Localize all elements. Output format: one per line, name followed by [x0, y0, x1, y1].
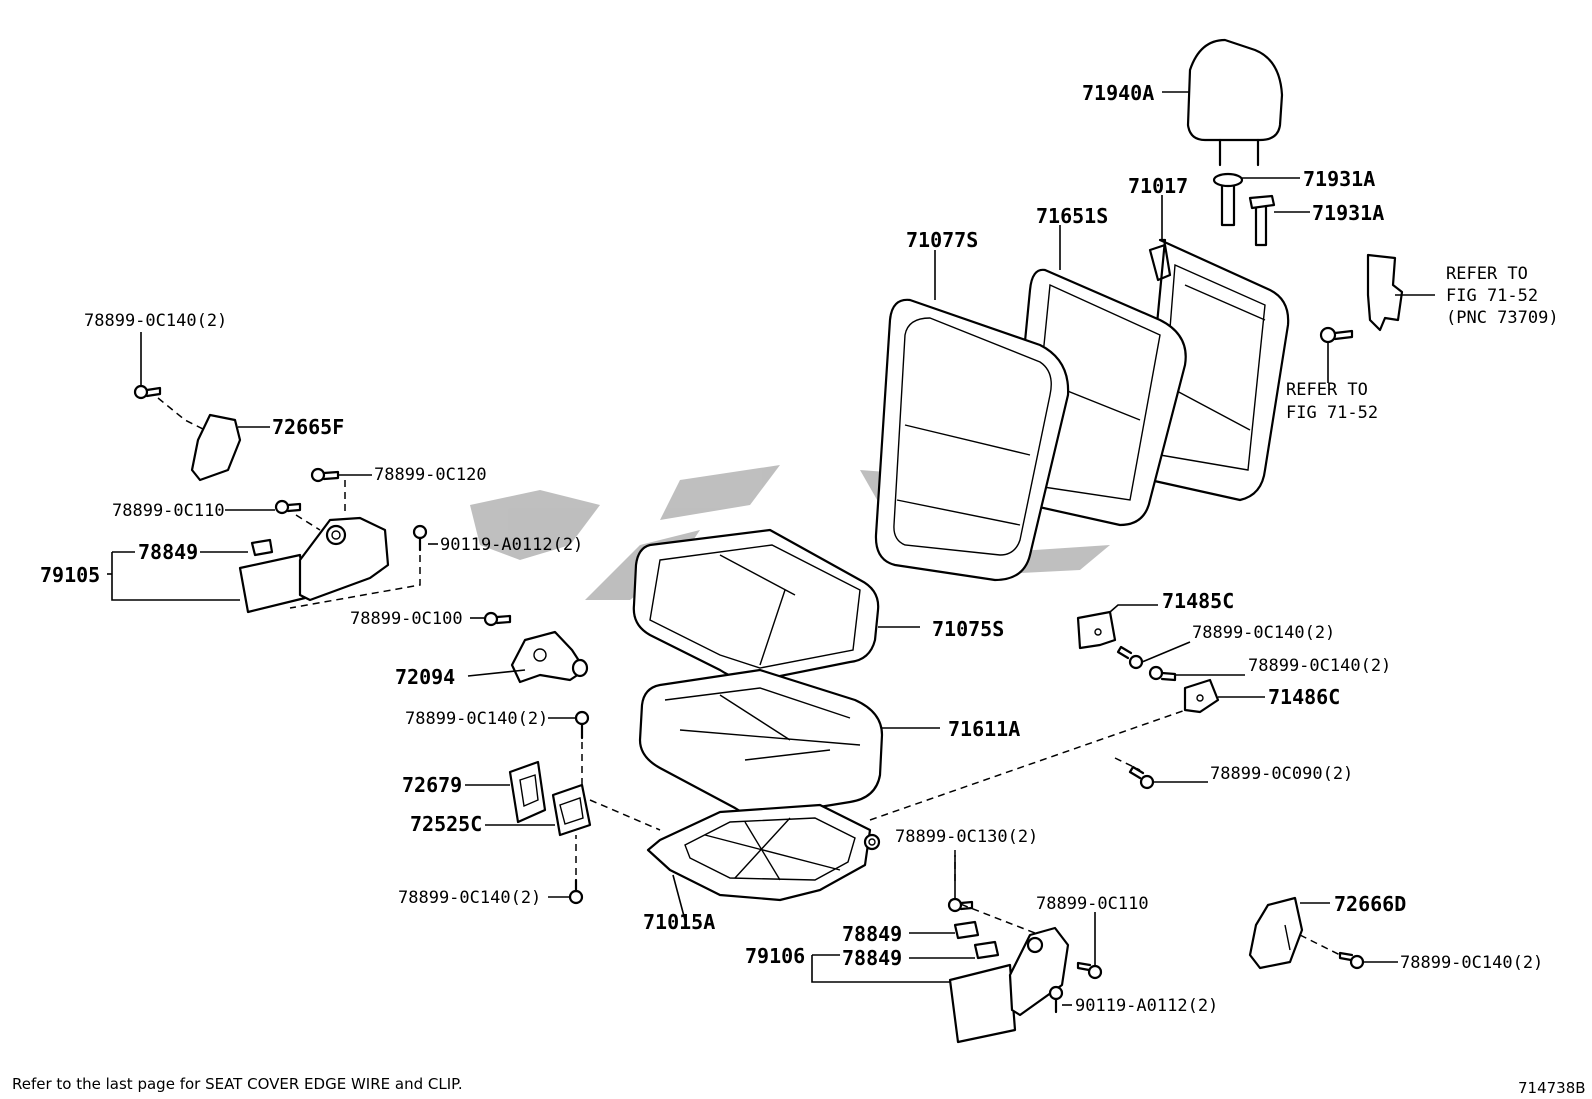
bracket-72094 [467, 630, 589, 684]
cushion-pad-71611A [638, 668, 940, 817]
label-71651S: 71651S [1036, 204, 1108, 228]
assembly-line-right [869, 697, 1221, 821]
headrest-guide-71931A-2 [1248, 194, 1310, 247]
label-72525C: 72525C [410, 812, 482, 836]
label-78849-b: 78849 [842, 922, 902, 946]
assembly-line-left [589, 799, 661, 831]
screw-78899-0C120 [310, 467, 372, 515]
label-78899-0C140-c: 78899-0C140(2) [1248, 656, 1391, 676]
screw-78899-0C110-b [1076, 912, 1103, 980]
label-78899-0C140-e: 78899-0C140(2) [398, 888, 541, 908]
screw-78899-0C110-a [225, 499, 321, 531]
label-refer-2-line2: FIG 71-52 [1286, 403, 1378, 423]
label-90119-A0112-a: 90119-A0112(2) [440, 535, 583, 555]
label-90119-A0112-b: 90119-A0112(2) [1075, 996, 1218, 1016]
hinge-assembly-79105 [107, 516, 390, 614]
latch-72525C [485, 783, 592, 837]
hinge-assembly-79106 [811, 920, 1070, 1044]
assembly-line-bottom [949, 899, 1041, 936]
cushion-frame-71015A [646, 803, 872, 921]
label-78899-0C110-b: 78899-0C110 [1036, 894, 1149, 914]
side-cover-72666D [1248, 896, 1341, 970]
label-78899-0C140-b: 78899-0C140(2) [1192, 623, 1335, 643]
nut-cushion-right [863, 833, 881, 851]
screw-78899-0C100 [470, 611, 512, 627]
headrest-guide-71931A-1 [1212, 172, 1300, 227]
label-71485C: 71485C [1162, 589, 1234, 613]
screw-78899-0C130 [947, 855, 974, 913]
label-78899-0C140-a: 78899-0C140(2) [84, 311, 227, 331]
bracket-71486C [1183, 678, 1265, 714]
screw-78899-0C140-c [1148, 665, 1245, 682]
label-71940A: 71940A [1082, 81, 1154, 105]
screw-78899-0C140-b [1116, 641, 1191, 670]
label-71931A-2: 71931A [1312, 201, 1384, 225]
label-refer-1-line1: REFER TO [1446, 264, 1528, 284]
side-cover-72665F [133, 332, 270, 482]
bolt-90119-A0112-b [1048, 985, 1072, 1014]
recliner-bracket-ref [1366, 253, 1435, 332]
bolt-90119-A0112-a [289, 524, 438, 609]
label-refer-2-line1: REFER TO [1286, 380, 1368, 400]
screw-78899-0C090 [1128, 765, 1208, 790]
label-72679: 72679 [402, 773, 462, 797]
label-78849-a: 78849 [138, 540, 198, 564]
label-79106: 79106 [745, 944, 805, 968]
headrest-71940A [1162, 38, 1284, 167]
screw-78899-0C140-f [1338, 951, 1398, 970]
label-72666D: 72666D [1334, 892, 1406, 916]
latch-cover-72679 [465, 760, 547, 824]
seatback-pad-71651S [1010, 225, 1187, 527]
label-78899-0C120: 78899-0C120 [374, 465, 487, 485]
assembly-line-mid [1114, 757, 1141, 771]
screw-78899-0C140-d [548, 710, 590, 790]
figure-code: 714738B [1518, 1079, 1586, 1097]
label-78899-0C090: 78899-0C090(2) [1210, 764, 1353, 784]
label-72665F: 72665F [272, 415, 344, 439]
label-78899-0C140-d: 78899-0C140(2) [405, 709, 548, 729]
label-71931A-1: 71931A [1303, 167, 1375, 191]
label-71486C: 71486C [1268, 685, 1340, 709]
label-refer-1-line3: (PNC 73709) [1446, 308, 1559, 328]
label-78849-c: 78849 [842, 946, 902, 970]
label-78899-0C110-a: 78899-0C110 [112, 501, 225, 521]
footer-note: Refer to the last page for SEAT COVER ED… [12, 1075, 463, 1093]
label-72094: 72094 [395, 665, 455, 689]
label-78899-0C100: 78899-0C100 [350, 609, 463, 629]
label-79105: 79105 [40, 563, 100, 587]
label-71015A: 71015A [643, 910, 715, 934]
bolt-ref [1319, 326, 1354, 383]
label-78899-0C130: 78899-0C130(2) [895, 827, 1038, 847]
label-71611A: 71611A [948, 717, 1020, 741]
label-71075S: 71075S [932, 617, 1004, 641]
label-71017: 71017 [1128, 174, 1188, 198]
screw-78899-0C140-e [548, 835, 584, 905]
bracket-71485C [1076, 604, 1158, 650]
label-refer-1-line2: FIG 71-52 [1446, 286, 1538, 306]
cushion-cover-71075S [632, 528, 920, 682]
label-78899-0C140-f: 78899-0C140(2) [1400, 953, 1543, 973]
seatback-cover-71077S [874, 250, 1070, 582]
label-71077S: 71077S [906, 228, 978, 252]
